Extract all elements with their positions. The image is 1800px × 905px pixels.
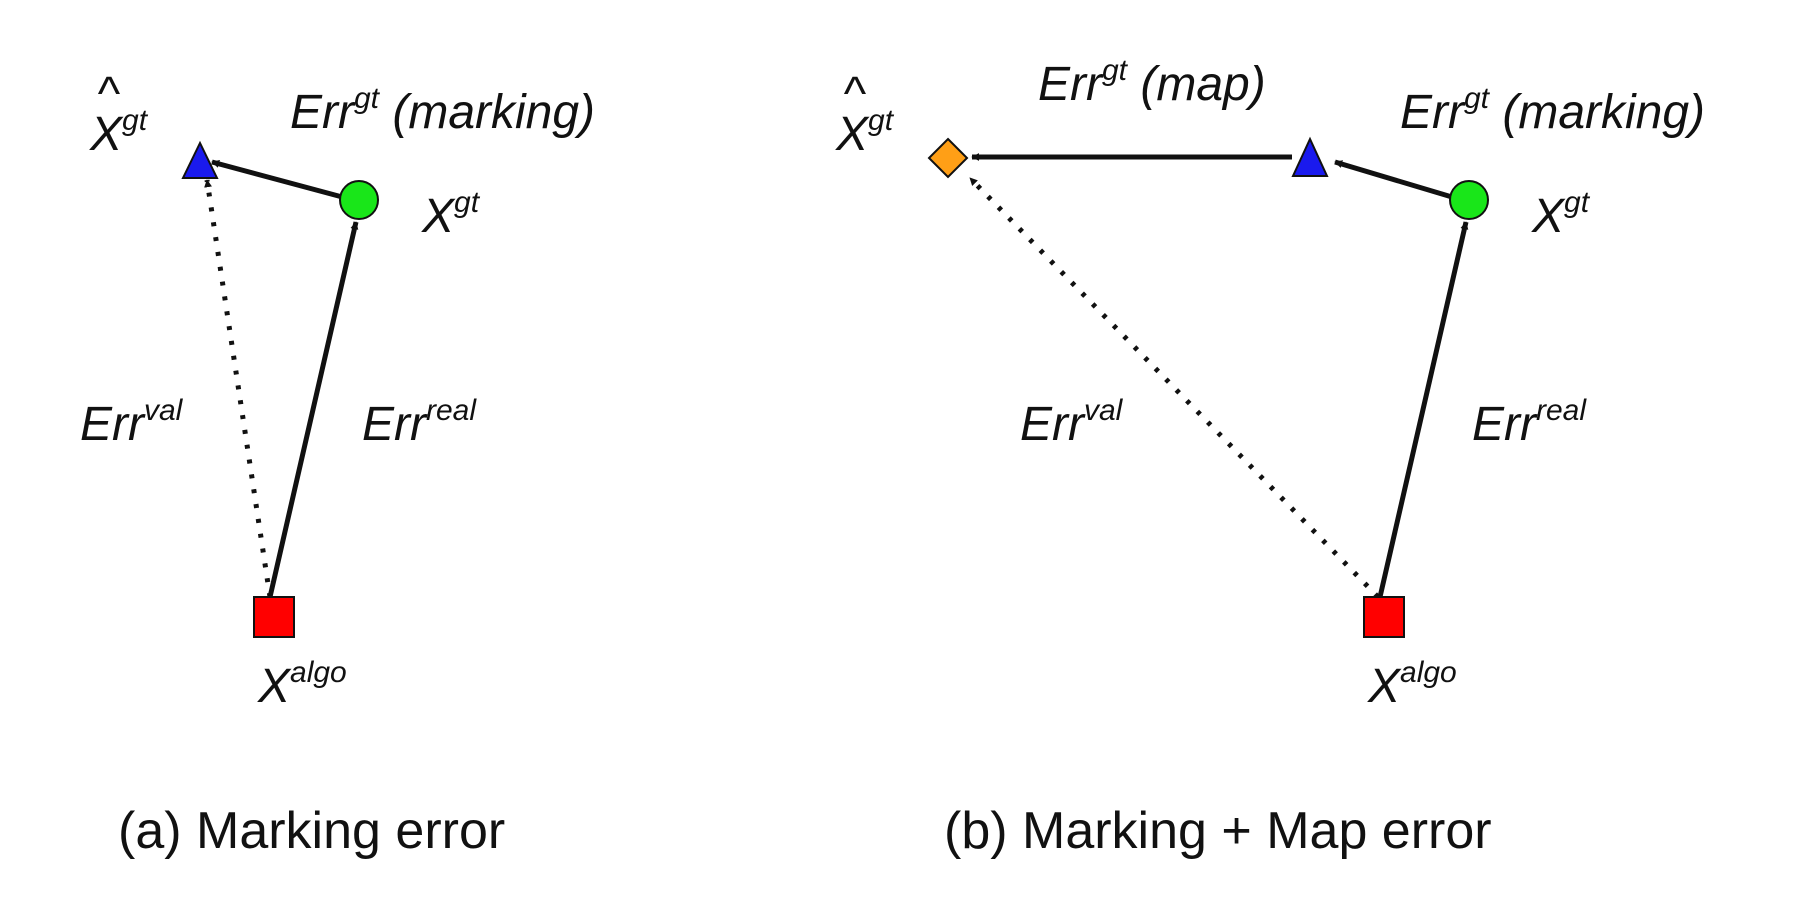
err-gt-marking-label-a: Errgt (marking)	[290, 82, 595, 139]
err-gt-map-label-b: Errgt (map)	[1038, 54, 1266, 111]
caption-a: (a) Marking error	[118, 802, 505, 860]
x-hat-gt-hat-b: ^	[843, 68, 866, 121]
panel-b: ^ Xgt Errgt (map) Errgt (marking) Xgt Er…	[835, 54, 1705, 860]
x-hat-gt-marker-a	[181, 140, 219, 179]
arrow-err-val-b	[968, 176, 1380, 599]
err-real-label-b: Errreal	[1472, 394, 1587, 451]
x-algo-marker-b	[1363, 596, 1405, 638]
arrow-err-gt-marking-b	[1334, 159, 1453, 200]
x-gt-marker-a	[339, 180, 379, 220]
x-hat-gt-hat-a: ^	[97, 68, 120, 121]
arrow-err-real-b	[1377, 221, 1469, 598]
x-gt-marker-b	[1449, 180, 1489, 220]
arrow-err-gt-marking-a	[211, 159, 347, 201]
x-hat-gt-label-b: Xgt	[835, 104, 895, 161]
panel-a: ^ Xgt Errgt (marking) Xgt Errval Errreal…	[80, 68, 595, 860]
x-gt-label-b: Xgt	[1531, 186, 1591, 243]
x-hat-gt-marker-b	[927, 137, 969, 179]
x-algo-label-b: Xalgo	[1367, 656, 1457, 713]
err-val-label-b: Errval	[1020, 394, 1124, 451]
caption-b: (b) Marking + Map error	[944, 802, 1492, 860]
x-algo-label-a: Xalgo	[257, 656, 347, 713]
marked-point-marker-b	[1291, 136, 1329, 177]
err-val-label-a: Errval	[80, 394, 184, 451]
x-gt-label-a: Xgt	[421, 186, 481, 243]
err-real-label-a: Errreal	[362, 394, 477, 451]
x-hat-gt-label-a: Xgt	[89, 104, 149, 161]
x-algo-marker-a	[253, 596, 295, 638]
arrow-err-real-a	[267, 221, 359, 598]
arrow-err-val-a	[204, 179, 273, 598]
err-gt-marking-label-b: Errgt (marking)	[1400, 82, 1705, 139]
